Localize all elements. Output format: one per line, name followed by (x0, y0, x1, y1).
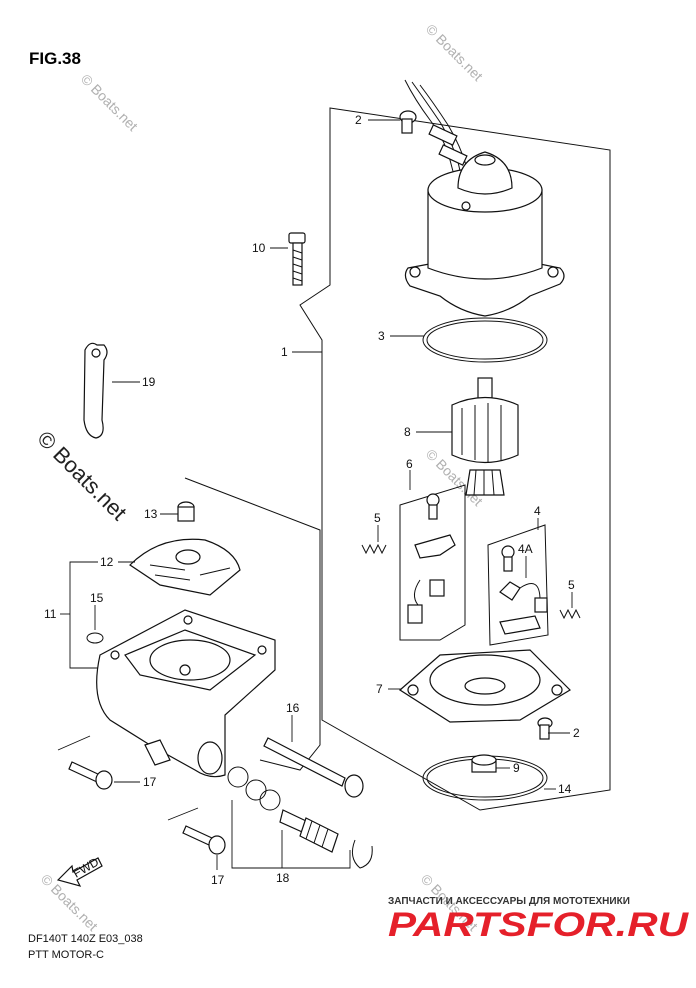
figure-title: FIG.38 (29, 49, 81, 68)
spring-5-right (559, 608, 581, 620)
callout-13: 13 (144, 507, 158, 521)
callout-12: 12 (100, 555, 114, 569)
callout-7: 7 (376, 682, 383, 696)
coupler-9 (471, 754, 497, 773)
callout-9: 9 (513, 761, 520, 775)
fwd-arrow: FWD (56, 855, 103, 887)
callout-4: 4 (534, 504, 541, 518)
callout-10: 10 (252, 241, 266, 255)
callout-8: 8 (404, 425, 411, 439)
bolt-17-upper (68, 761, 113, 790)
callout-2-top: 2 (355, 113, 362, 127)
watermarks: © Boats.net © Boats.net © Boats.net © Bo… (32, 21, 486, 934)
callout-5-left: 5 (374, 511, 381, 525)
end-cap-7 (399, 649, 571, 723)
brand-tagline: ЗАПЧАСТИ И АКСЕССУАРЫ ДЛЯ МОТОТЕХНИКИ (388, 896, 630, 907)
clamp-19 (83, 342, 108, 439)
brush-4 (499, 545, 548, 635)
callout-17-upper: 17 (143, 775, 157, 789)
brush-group-4-outline (487, 524, 549, 646)
callout-17-lower: 17 (211, 873, 225, 887)
manifold-assembly-outline (184, 477, 321, 771)
callout-2-bottom: 2 (573, 726, 580, 740)
drawing-code: DF140T 140Z E03_038 (28, 933, 143, 945)
callout-11: 11 (44, 607, 57, 621)
o-ring-15 (86, 632, 104, 644)
drawing-name: PTT MOTOR-C (28, 949, 104, 961)
watermark: © Boats.net (423, 21, 486, 84)
spring-5-left (361, 543, 387, 555)
callout-15: 15 (90, 591, 104, 605)
callout-16: 16 (286, 701, 300, 715)
bolt-10 (288, 232, 306, 286)
armature-8 (451, 377, 519, 496)
callout-6: 6 (406, 457, 413, 471)
o-ring-3 (422, 317, 548, 363)
callout-4a: 4A (518, 542, 533, 556)
callout-5-right: 5 (568, 578, 575, 592)
manifold-housing (96, 609, 276, 778)
callout-1: 1 (281, 345, 288, 359)
leader-lines (57, 119, 573, 870)
cover-12 (129, 538, 241, 596)
bolt-17-lower (182, 825, 226, 855)
motor-assembly-outline (299, 107, 611, 811)
brush-group-6-outline (399, 484, 466, 641)
plug-13 (177, 501, 195, 522)
brush-6 (407, 493, 456, 624)
callouts: 2 10 3 1 19 8 6 5 13 12 4 4A 5 11 15 7 2… (44, 113, 580, 887)
screw-2-top (399, 110, 417, 134)
screw-2-bottom (537, 717, 553, 740)
valve-kit-18 (227, 766, 373, 869)
watermark: © Boats.net (32, 426, 131, 525)
callout-18: 18 (276, 871, 290, 885)
ptt-motor (404, 151, 565, 317)
callout-19: 19 (142, 375, 156, 389)
bolt-16 (263, 737, 364, 798)
watermark: © Boats.net (78, 71, 141, 134)
callout-3: 3 (378, 329, 385, 343)
callout-14: 14 (558, 782, 572, 796)
brand-logo: PARTSFOR.RU (388, 906, 690, 944)
